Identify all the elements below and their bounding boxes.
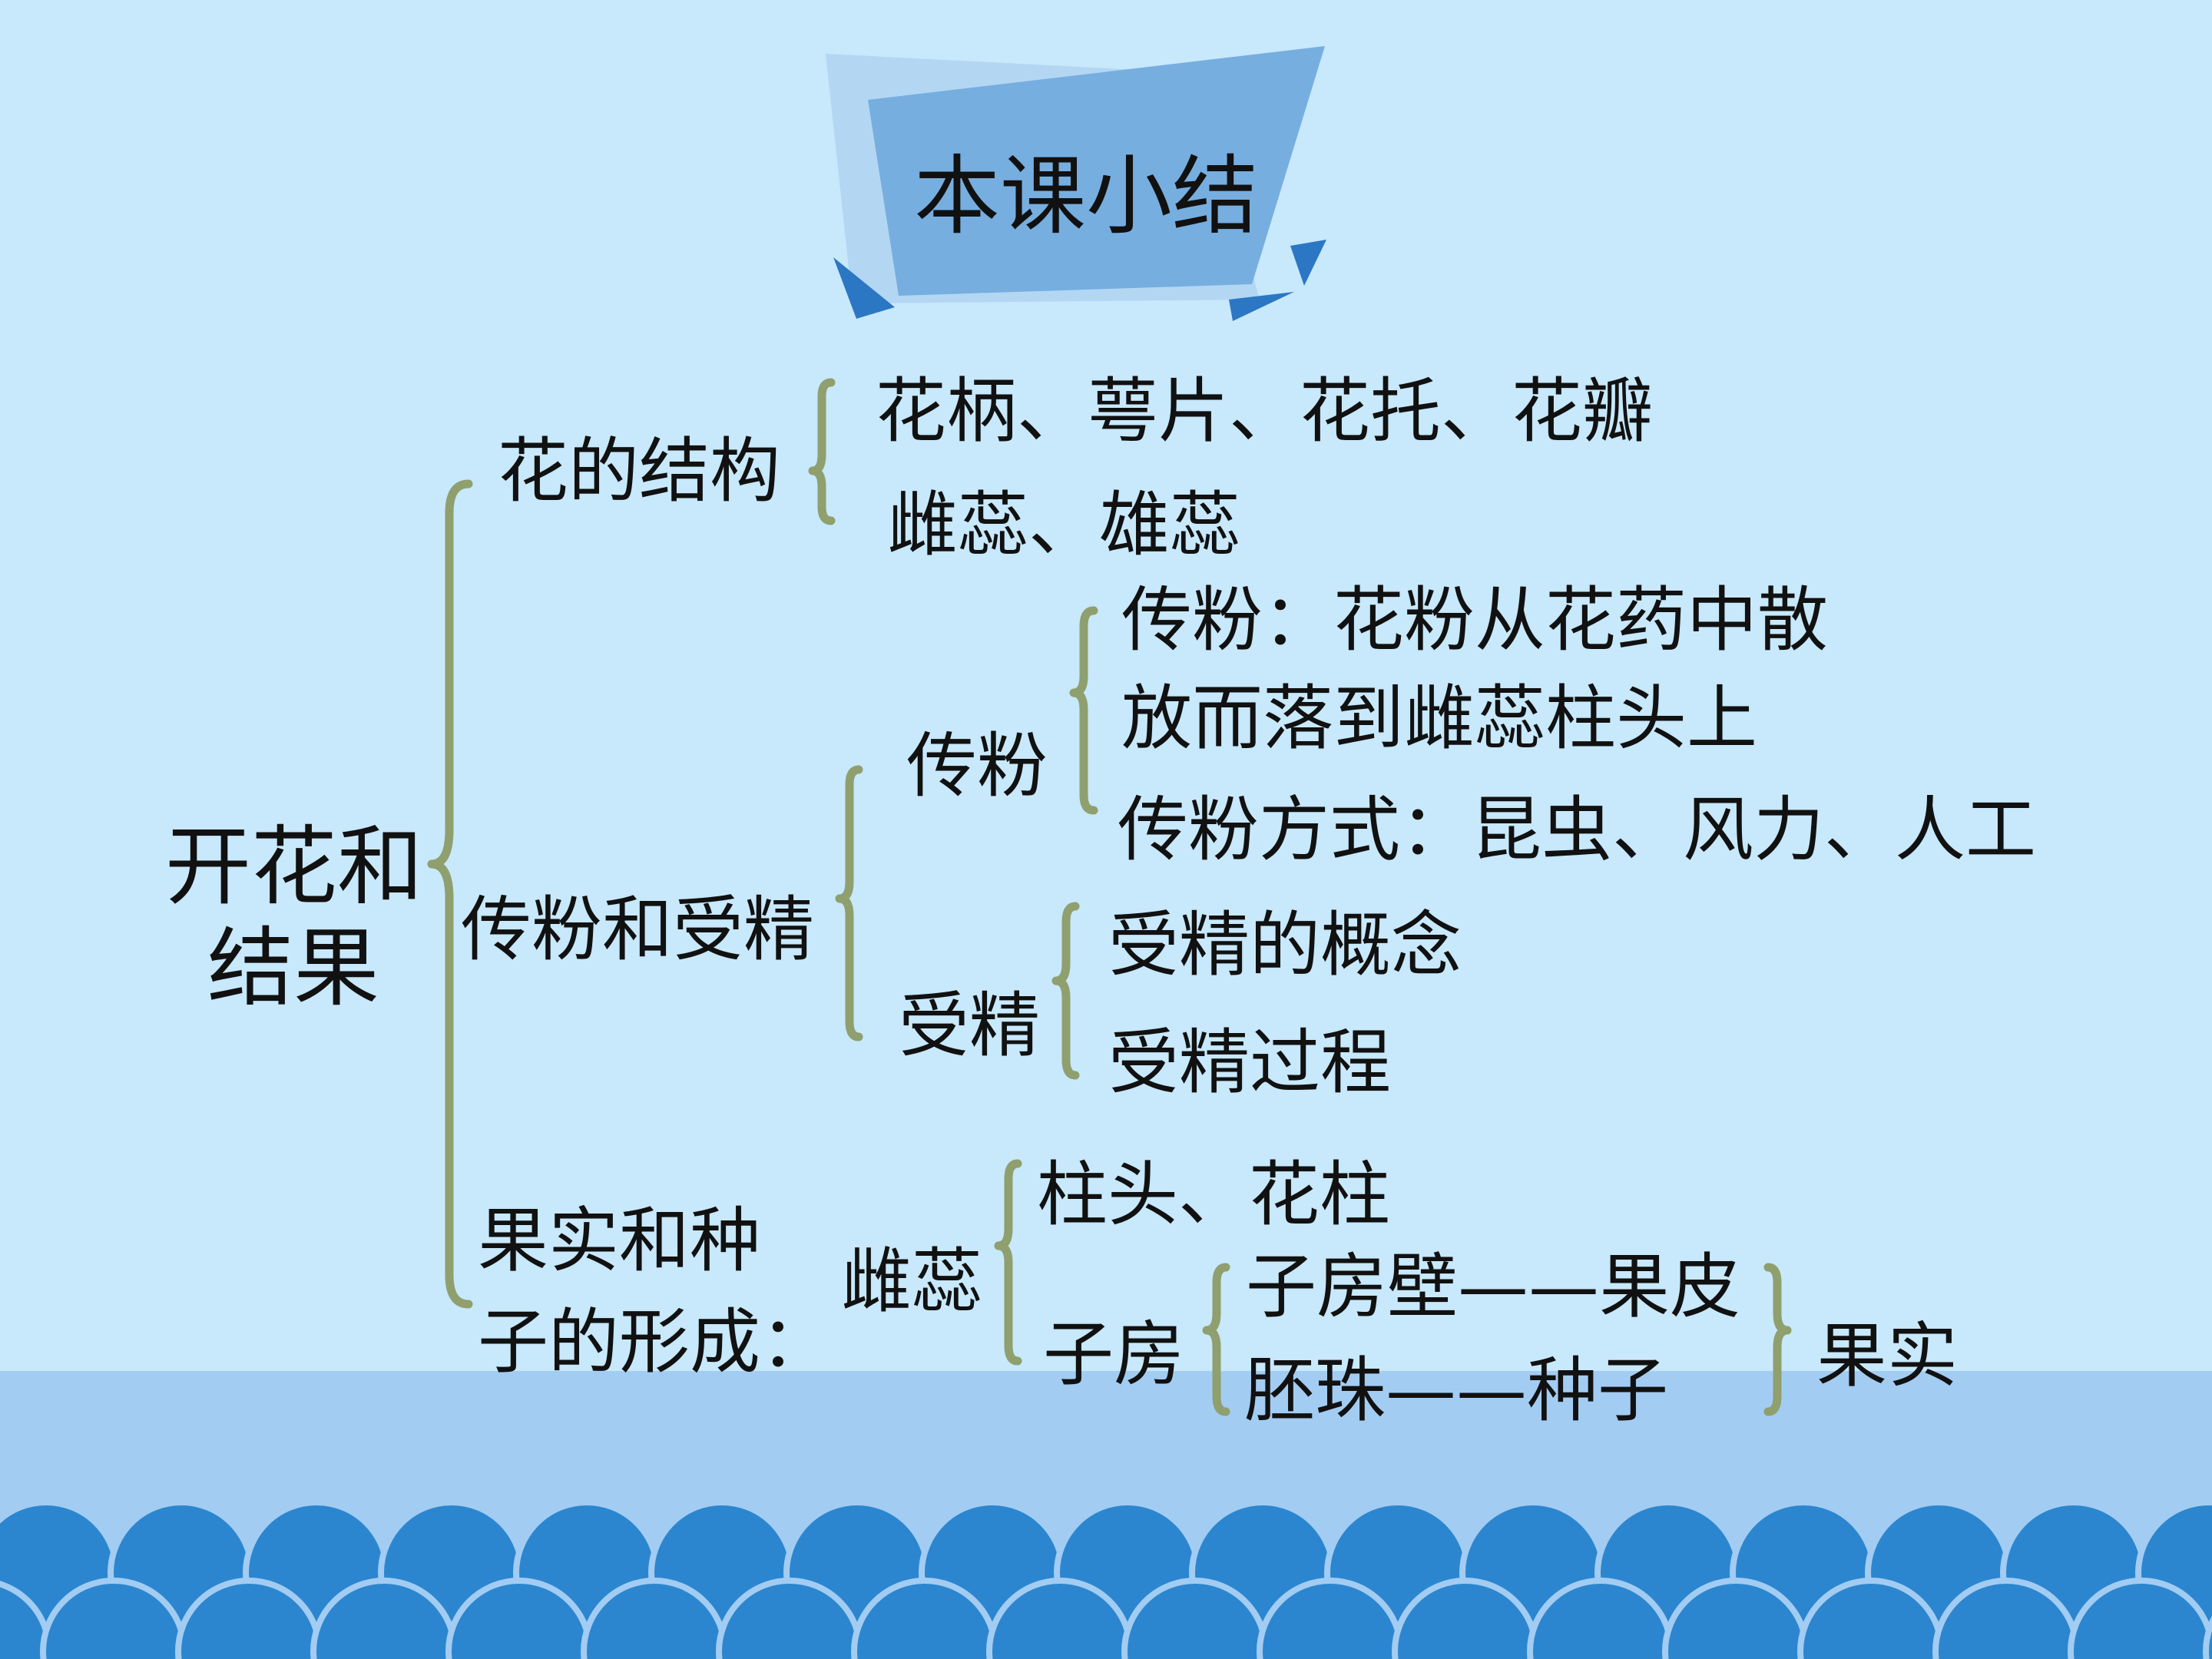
wave-circle [2068,1578,2212,1659]
root-label-line-2: 结果 [207,919,379,1018]
flower-structure-label: 花的结构 [498,430,781,512]
bracket-fertilization [1051,902,1080,1080]
fruit-result: 果实 [1816,1315,1959,1397]
page-title: 本课小结 [914,147,1258,247]
bracket-pistil [994,1159,1022,1366]
wave-pattern [0,1499,2212,1659]
ovary-item: 胚珠——种子 [1244,1349,1669,1432]
title-corner-triangle [1229,292,1294,321]
fruit-seed-label-line-2: 子的形成： [478,1301,832,1383]
pollination-definition-line-2: 放而落到雌蕊柱头上 [1121,677,1758,760]
bracket-pollination [1069,606,1098,815]
pistil-label: 雌蕊 [841,1240,983,1323]
pollination-label: 传粉 [906,725,1048,807]
bracket-root [427,479,473,1309]
ovary-label: 子房 [1043,1313,1185,1396]
wave-circle [2203,1615,2212,1659]
title-corner-triangle [1290,240,1326,286]
flower-parts-item: 花柄、萼片、花托、花瓣 [876,370,1654,452]
pollination-definition-line-1: 传粉：花粉从花药中散 [1121,579,1829,661]
ovary-item: 子房壁——果皮 [1246,1246,1741,1328]
root-label-line-1: 开花和 [165,817,423,917]
bracket-flower-structure [808,378,836,525]
title-banner [826,46,1326,321]
fertilization-item: 受精的概念 [1108,904,1462,986]
stigma-style-item: 柱头、花柱 [1037,1154,1391,1236]
fruit-seed-label-line-1: 果实和种 [478,1200,761,1282]
fertilization-item: 受精过程 [1108,1022,1392,1104]
pollination-fertilization-label: 传粉和受精 [461,889,815,971]
bracket-pollination-fertilization [835,765,863,1041]
title-corner-triangle [833,257,895,319]
bracket-ovary-result [1763,1263,1792,1416]
pollination-methods: 传粉方式：昆虫、风力、人工 [1118,789,2037,871]
bracket-ovary [1202,1263,1230,1416]
fertilization-label: 受精 [899,985,1041,1067]
flower-parts-item: 雌蕊、雄蕊 [887,484,1241,566]
title-panel-front [868,46,1325,296]
